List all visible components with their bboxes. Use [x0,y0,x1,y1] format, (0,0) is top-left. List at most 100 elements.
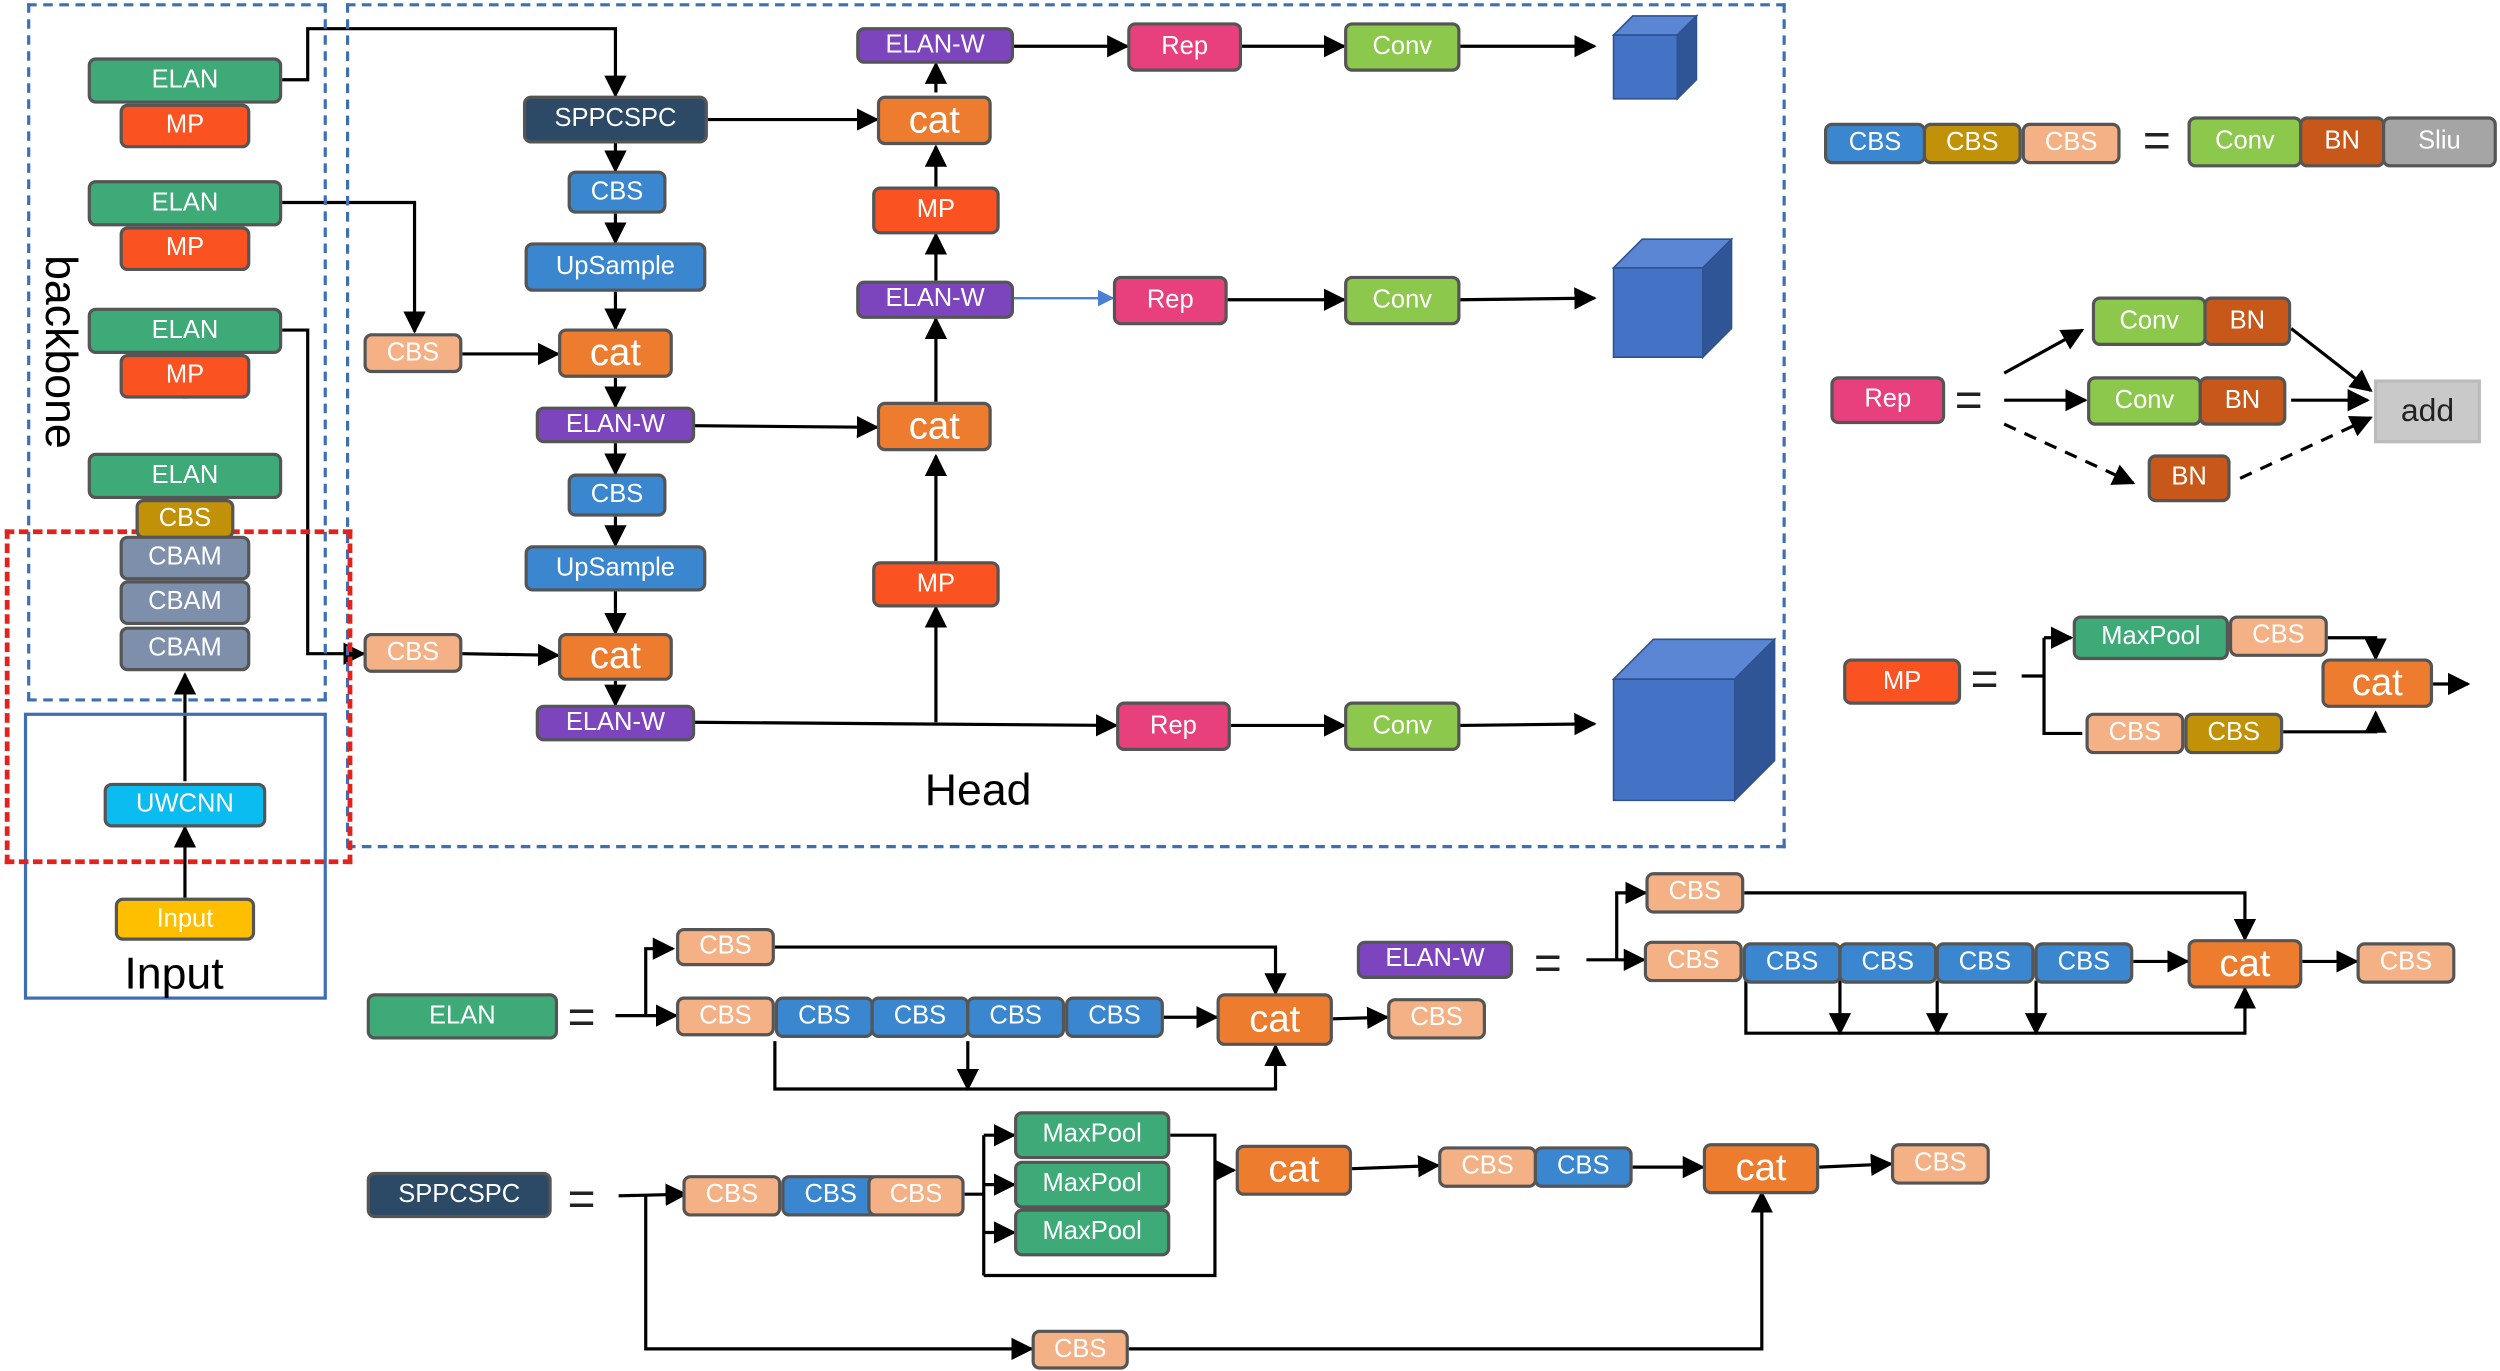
connector-76 [1819,1153,1894,1176]
mp-equals-sign: = [1970,653,1999,707]
cbs-block-label: CBS [1410,1004,1463,1032]
cbs-block-label: CBS [2252,621,2305,649]
cbs-equals-sign: = [2142,114,2171,168]
mp-block-label: MP [916,569,956,598]
mp-block-5: MP [872,561,1000,608]
conv-block-4: Conv [2187,116,2303,168]
uwcnn-block-label: UWCNN [136,790,234,818]
cbs-block-7: CBS [1922,122,2022,165]
cbs-block-28: CBS [867,1175,965,1217]
cbs-block-9: CBS [2228,615,2328,657]
cbs-block-label: CBS [1958,948,2012,976]
cat-block-6: cat [1216,993,1333,1046]
cbs-block-label: CBS [1668,878,1722,906]
cbs-block-12: CBS [676,927,775,967]
upsample-block-label: UpSample [555,252,675,280]
rep-block-3: Rep [1116,701,1231,751]
connector-71 [983,1133,1217,1278]
cbs-block-29: CBS [1438,1146,1538,1188]
sppcspc-block-label: SPPCSPC [398,1180,521,1208]
cbs-block-19: CBS [1645,872,1745,914]
conv-block-label: Conv [1372,32,1433,60]
connector-65 [644,1195,1034,1361]
connector-36 [2003,328,2085,375]
mp-block-1: MP [119,103,251,149]
connector-41 [2239,416,2373,480]
connector-35 [1460,712,1597,736]
connector-8 [282,328,366,665]
rep-block-4: Rep [1830,376,1946,425]
connector-75 [1128,1190,1773,1351]
cat-block-2: cat [558,632,673,681]
cat-block-label: cat [908,98,960,142]
cbs-block-1: CBS [135,499,235,539]
elan-w-block-label: ELAN-W [885,31,985,59]
cbs-block-3: CBS [363,632,463,673]
cbs-block-label: CBS [590,177,644,205]
feature-map-small-cube [1611,14,1699,101]
connector-54 [1332,1006,1390,1029]
cbam-block-label: CBAM [148,588,222,616]
cbs-block-label: CBS [386,338,440,366]
cbs-block-label: CBS [1557,1152,1610,1180]
bn-block-label: BN [2224,386,2261,414]
uwcnn-block-1: UWCNN [103,782,267,828]
elan-w-block-2: ELAN-W [535,704,696,742]
cbs-block-label: CBS [1053,1335,1107,1363]
cbs-block-label: CBS [804,1181,857,1209]
elan-w-block-label: ELAN-W [565,708,666,736]
connector-45 [2327,636,2387,661]
conv-block-label: Conv [1372,711,1433,740]
elan-w-block-4: ELAN-W [856,280,1015,319]
mp-block-label: MP [916,196,956,224]
mp-block-label: MP [1882,667,1922,695]
cbs-block-31: CBS [1890,1143,1990,1185]
connector-6 [282,27,627,98]
cat-block-label: cat [1735,1146,1787,1190]
cbs-block-label: CBS [1848,129,1902,157]
cbs-block-label: CBS [798,1002,851,1030]
cbs-block-10: CBS [2085,712,2185,755]
elanw-equals-sign: = [1533,937,1562,991]
cbam-block-label: CBAM [148,634,222,662]
cbs-block-label: CBS [1914,1149,1967,1177]
connector-50 [774,945,1287,996]
connector-20 [693,415,880,439]
sppcspc-block-label: SPPCSPC [554,105,677,133]
conv-block-2: Conv [1344,275,1461,326]
maxpool-block-1: MaxPool [2072,615,2229,661]
cat-block-label: cat [2219,941,2271,985]
elan-block-2: ELAN [87,180,283,227]
conv-block-1: Conv [1344,22,1461,72]
maxpool-block-2: MaxPool [1014,1111,1171,1160]
mp-block-label: MP [165,234,205,262]
cbs-block-32: CBS [1031,1329,1129,1370]
rep-equals-sign: = [1954,374,1983,428]
rep-block-1: Rep [1127,22,1243,72]
cbs-block-26: CBS [682,1175,782,1217]
cat-block-5: cat [2321,658,2434,708]
cbs-block-2: CBS [363,333,463,374]
elan-block-5: ELAN [366,993,559,1040]
sliu-block-label: Sliu [2418,127,2461,155]
input-label: Input [124,948,224,999]
connector-59 [1744,980,2257,1035]
upsample-block-2: UpSample [524,545,707,592]
cbs-block-16: CBS [966,996,1066,1038]
cbs-block-label: CBS [2108,719,2162,747]
cbs-block-6: CBS [1823,122,1927,165]
elan-w-block-3: ELAN-W [856,27,1015,64]
cbs-block-27: CBS [781,1175,881,1217]
bn-block-3: BN [2198,376,2287,426]
add-block-label: add [2400,393,2455,429]
cat-block-3: cat [876,95,992,146]
cbs-block-20: CBS [1643,940,1743,983]
elan-w-block-label: ELAN-W [1385,945,1485,973]
input-frame [23,712,327,1000]
bn-block-2: BN [2203,296,2292,346]
cbam-block-2: CBAM [119,580,251,626]
elan-block-1: ELAN [87,57,283,104]
maxpool-block-label: MaxPool [1042,1218,1142,1246]
cat-block-1: cat [558,328,673,378]
elan-block-3: ELAN [87,307,283,354]
